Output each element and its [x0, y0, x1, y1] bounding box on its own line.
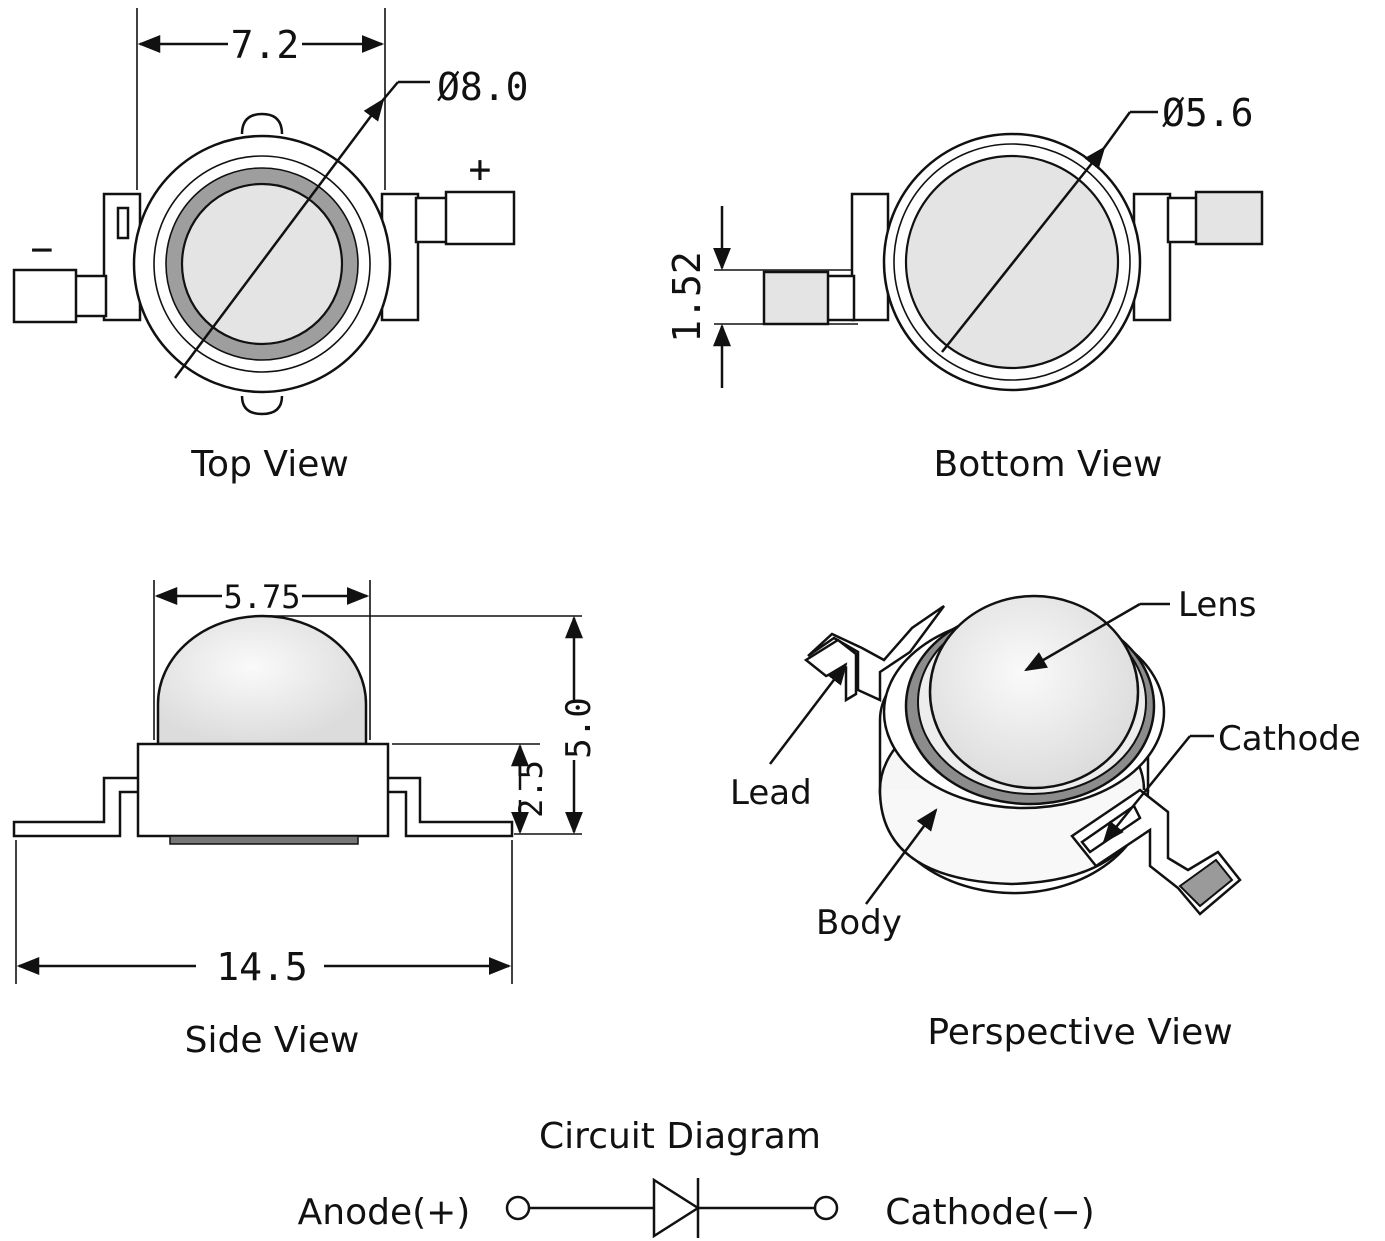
label-lead: Lead — [730, 773, 812, 813]
top-minus-lead — [12, 268, 78, 324]
top-plus-lead — [444, 190, 516, 246]
bottom-right-lead — [1194, 190, 1264, 246]
side-lens — [156, 614, 368, 746]
bottom-view: 1.52 Ø5.6 Bottom View — [665, 91, 1264, 485]
perspective-view-caption: Perspective View — [927, 1012, 1232, 1053]
bottom-view-caption: Bottom View — [934, 444, 1163, 485]
cathode-label: Cathode(−) — [885, 1192, 1094, 1233]
anode-terminal — [505, 1195, 531, 1221]
top-view-caption: Top View — [190, 444, 349, 485]
top-lens — [180, 182, 344, 346]
bottom-left-lead — [762, 270, 830, 326]
side-lens-dimension: 5.75 — [223, 578, 300, 616]
anode-label: Anode(+) — [298, 1192, 471, 1233]
circuit-diagram: Circuit Diagram Anode(+) Cathode(−) — [298, 1116, 1095, 1239]
bottom-diameter-dimension: Ø5.6 — [1162, 91, 1254, 135]
side-length-dimension: 14.5 — [216, 945, 308, 989]
side-body-height-dimension: 2.5 — [512, 760, 550, 818]
diode-symbol — [652, 1177, 701, 1239]
top-width-dimension: 7.2 — [231, 23, 300, 67]
label-body: Body — [816, 903, 902, 943]
side-total-height-dimension: 5.0 — [559, 697, 599, 758]
minus-sign: − — [31, 227, 54, 271]
top-view: 7.2 − + Ø8.0 Top View — [12, 8, 529, 485]
perspective-lens — [928, 594, 1140, 790]
side-body — [136, 742, 390, 838]
perspective-left-lead — [803, 638, 858, 703]
bottom-lead-dimension: 1.52 — [665, 251, 709, 343]
label-lens: Lens — [1178, 585, 1257, 625]
circuit-title: Circuit Diagram — [539, 1116, 821, 1157]
side-view: 5.75 2.5 5.0 14.5 Side View — [12, 578, 599, 1061]
plus-sign: + — [469, 147, 492, 191]
cathode-terminal — [813, 1195, 839, 1221]
perspective-view: Lens Cathode Lead Body Perspective View — [730, 585, 1361, 1053]
label-cathode: Cathode — [1218, 719, 1361, 759]
side-view-caption: Side View — [185, 1020, 360, 1061]
top-diameter-dimension: Ø8.0 — [437, 65, 529, 109]
